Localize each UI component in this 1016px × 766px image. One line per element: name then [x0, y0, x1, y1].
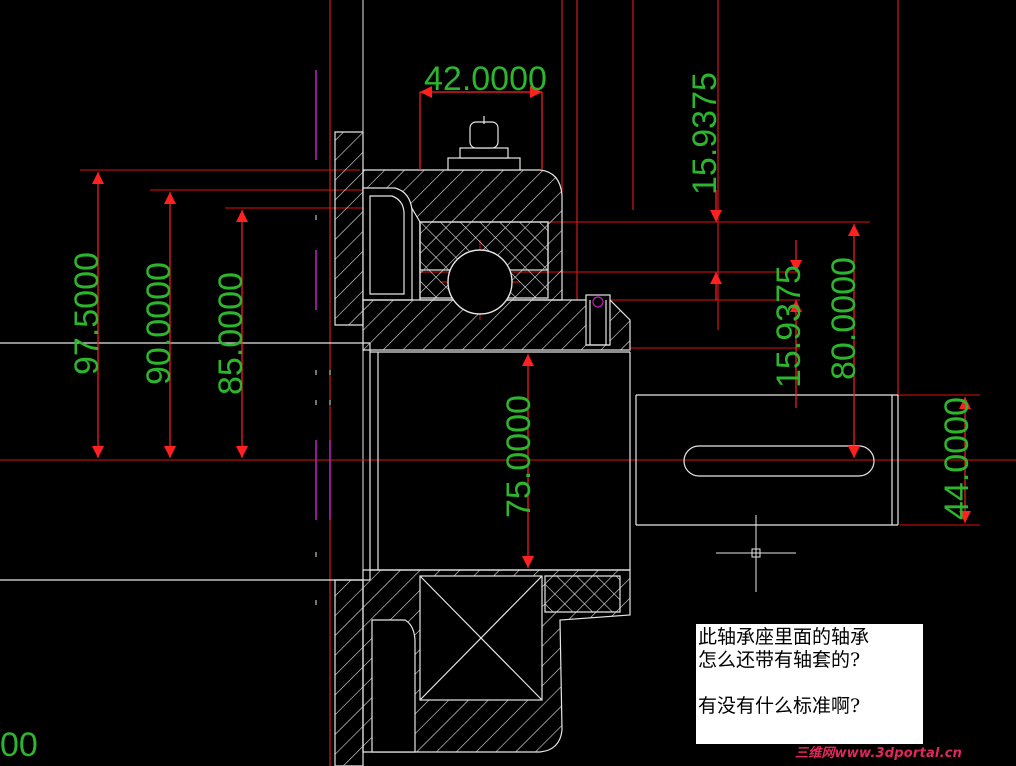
grease-nipple — [447, 116, 521, 171]
magenta-lines — [315, 70, 331, 520]
shaft-outline — [0, 342, 899, 581]
note-line-3 — [698, 672, 921, 695]
dim-15b: 15.9375 — [770, 265, 808, 388]
dim-00: 00 — [0, 726, 38, 764]
dim-80: 80.0000 — [825, 257, 863, 380]
note-line-4: 有没有什么标准啊? — [698, 695, 861, 717]
housing-wall — [334, 131, 364, 766]
note-line-1: 此轴承座里面的轴承 — [698, 626, 870, 648]
small-tick-marks — [315, 215, 331, 605]
dimension-lines — [92, 86, 971, 568]
dim-85: 85.0000 — [212, 272, 250, 395]
bearing-housing-lower — [362, 569, 631, 753]
bearing-housing-upper — [362, 169, 631, 351]
dimension-texts: 42.0000 15.9375 15.9375 97.5000 90.0000 … — [0, 60, 976, 764]
dim-97: 97.5000 — [68, 252, 106, 375]
dim-15a: 15.9375 — [686, 72, 724, 195]
dim-42: 42.0000 — [424, 60, 547, 98]
dim-44: 44.0000 — [938, 397, 976, 520]
watermark: 三维网www.3dportal.cn — [795, 746, 963, 761]
dim-90: 90.0000 — [140, 262, 178, 385]
note-line-2: 怎么还带有轴套的? — [698, 649, 861, 671]
question-note: 此轴承座里面的轴承 怎么还带有轴套的? 有没有什么标准啊? — [696, 624, 923, 744]
cursor-crosshair — [716, 515, 796, 592]
dim-75: 75.0000 — [500, 395, 538, 518]
